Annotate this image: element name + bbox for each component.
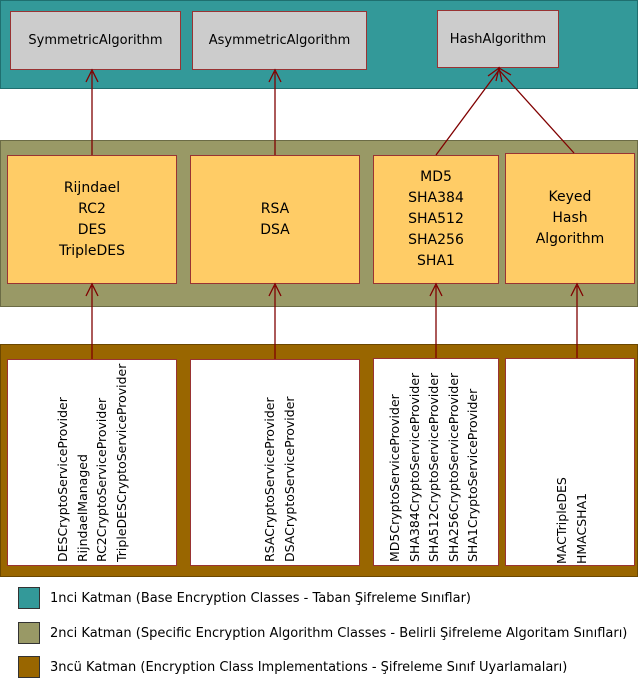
implementation-label: SHA384CryptoServiceProvider	[406, 372, 422, 562]
implementation-list-asymmetric: RSACryptoServiceProvider DSACryptoServic…	[260, 362, 300, 562]
implementation-list-keyed-hash: MACTripleDES HMACSHA1	[552, 364, 592, 564]
implementation-list-symmetric: DESCryptoServiceProvider RijndaelManaged…	[53, 362, 133, 562]
algorithm-group-asymmetric: RSA DSA	[190, 155, 360, 284]
legend-swatch	[18, 622, 40, 644]
implementation-label: MACTripleDES	[554, 477, 569, 564]
legend-swatch	[18, 656, 40, 678]
base-class-asymmetric: AsymmetricAlgorithm	[192, 11, 367, 70]
legend-label: 3ncü Katman (Encryption Class Implementa…	[50, 659, 568, 675]
algorithm-label: SHA1	[417, 253, 455, 269]
implementation-label: TripleDESCryptoServiceProvider	[113, 363, 129, 562]
algorithm-group-keyed-hash: Keyed Hash Algorithm	[505, 153, 635, 284]
implementation-label: RSACryptoServiceProvider	[262, 397, 277, 562]
algorithm-group-symmetric: Rijndael RC2 DES TripleDES	[7, 155, 177, 284]
algorithm-label: Hash	[552, 210, 588, 226]
base-class-symmetric: SymmetricAlgorithm	[10, 11, 181, 70]
legend-label: 2nci Katman (Specific Encryption Algorit…	[50, 625, 628, 641]
algorithm-label: Keyed	[548, 189, 592, 205]
legend-swatch	[18, 587, 40, 609]
algorithm-group-hash: MD5 SHA384 SHA512 SHA256 SHA1	[373, 155, 499, 284]
implementation-label: RC2CryptoServiceProvider	[94, 397, 109, 562]
algorithm-label: MD5	[420, 169, 452, 185]
base-class-hash: HashAlgorithm	[437, 10, 559, 68]
implementation-label: RijndaelManaged	[74, 454, 90, 562]
implementation-label: SHA1CryptoServiceProvider	[465, 388, 480, 562]
implementation-label: SHA256CryptoServiceProvider	[445, 372, 461, 562]
base-class-label: HashAlgorithm	[449, 31, 547, 47]
implementation-group-keyed-hash	[505, 358, 635, 566]
algorithm-label: TripleDES	[58, 242, 126, 259]
implementation-list-hash: MD5CryptoServiceProvider SHA384CryptoSer…	[385, 362, 485, 562]
legend-item-layer-1: 1nci Katman (Base Encryption Classes - T…	[18, 586, 471, 610]
base-class-label: SymmetricAlgorithm	[28, 33, 163, 48]
algorithm-label: Algorithm	[535, 231, 605, 247]
implementation-label: MD5CryptoServiceProvider	[387, 394, 402, 562]
algorithm-label: DES	[77, 221, 107, 238]
algorithm-label: SHA384	[408, 190, 464, 206]
implementation-label: DSACryptoServiceProvider	[281, 396, 297, 562]
implementation-label: DESCryptoServiceProvider	[55, 397, 70, 562]
legend-item-layer-2: 2nci Katman (Specific Encryption Algorit…	[18, 621, 627, 645]
algorithm-label: SHA512	[408, 211, 464, 227]
implementation-group-hash	[373, 358, 499, 566]
implementation-label: HMACSHA1	[573, 492, 589, 564]
algorithm-label: DSA	[260, 221, 290, 238]
algorithm-label: SHA256	[408, 232, 464, 248]
legend-item-layer-3: 3ncü Katman (Encryption Class Implementa…	[18, 655, 567, 679]
legend-label: 1nci Katman (Base Encryption Classes - T…	[50, 590, 472, 606]
implementation-group-symmetric	[7, 359, 177, 566]
algorithm-label: RC2	[78, 200, 106, 217]
implementation-group-asymmetric	[190, 359, 360, 566]
algorithm-label: RSA	[260, 200, 290, 217]
implementation-label: SHA512CryptoServiceProvider	[426, 372, 441, 562]
algorithm-label: Rijndael	[63, 179, 121, 196]
base-class-label: AsymmetricAlgorithm	[208, 33, 351, 48]
